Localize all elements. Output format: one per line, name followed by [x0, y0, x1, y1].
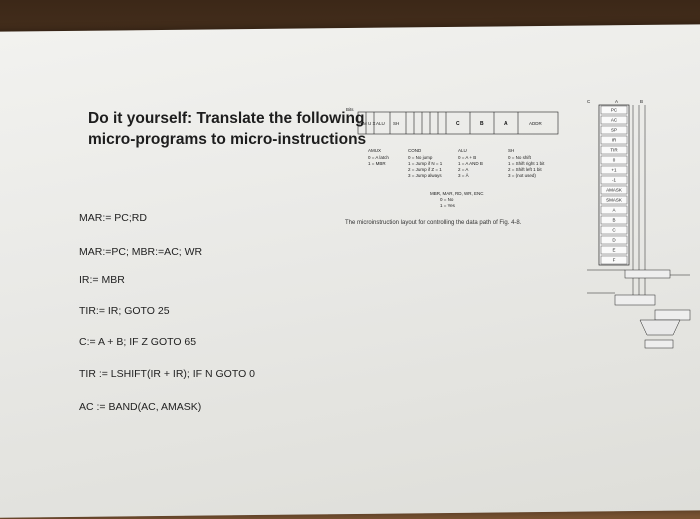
field-c: C: [456, 121, 460, 127]
register-cell: [600, 135, 628, 145]
register-label: TIR: [610, 148, 618, 153]
enc-legend-title: MBR, MAR, RD, WR, ENC: [430, 191, 484, 196]
alu-legend-0: 0 = A + B: [458, 155, 476, 160]
register-cell: [600, 155, 628, 165]
register-cell: [600, 245, 628, 255]
register-cell: [600, 175, 628, 185]
program-line: MAR:= PC;RD: [79, 212, 147, 224]
program-line: IR:= MBR: [79, 274, 125, 286]
register-label: A: [612, 208, 615, 213]
amux-legend-0: 0 = A latch: [368, 155, 389, 160]
sh-legend-title: SH: [508, 148, 514, 153]
register-label: -1: [612, 178, 616, 183]
register-label: 0: [613, 158, 616, 163]
cond-legend-2: 2 = Jump if Z = 1: [408, 167, 442, 172]
alu-legend-3: 3 = Ā: [458, 172, 469, 178]
register-cell: [600, 225, 628, 235]
bus-c-label: C: [587, 99, 591, 104]
sh-legend-2: 2 = Shift left 1 bit: [508, 167, 542, 172]
register-label: +1: [611, 168, 617, 173]
register-label: SP: [611, 128, 617, 133]
register-cell: [600, 105, 628, 115]
register-cell: [600, 235, 628, 245]
field-a: A: [504, 121, 508, 127]
program-line: MAR:=PC; MBR:=AC; WR: [79, 246, 203, 258]
register-label: PC: [611, 108, 618, 113]
register-cell: [600, 165, 628, 175]
enc-legend-1: 1 = Yes: [440, 203, 456, 208]
register-label: B: [612, 218, 615, 223]
sh-legend-0: 0 = No shift: [508, 155, 532, 160]
register-cell: [600, 195, 628, 205]
field-amux: A M U X: [359, 121, 376, 126]
enc-legend-0: 0 = No: [440, 197, 454, 202]
alu-legend-title: ALU: [458, 148, 467, 153]
program-line: TIR := LSHIFT(IR + IR); IF N GOTO 0: [79, 368, 255, 380]
alu-legend-1: 1 = A AND B: [458, 161, 483, 166]
amux-legend-1: 1 = MBR: [368, 161, 386, 166]
register-cell: [600, 205, 628, 215]
program-line: C:= A + B; IF Z GOTO 65: [79, 336, 197, 348]
cond-legend-title: COND: [408, 148, 422, 153]
field-alu: ALU: [376, 121, 385, 126]
field-boxes: [357, 111, 559, 135]
register-label: E: [612, 248, 615, 253]
alu-legend-2: 2 = A: [458, 167, 468, 172]
register-cell: [600, 185, 628, 195]
register-label: AMASK: [606, 188, 622, 193]
amux-legend-title: AMUX: [368, 148, 381, 153]
bus-a-label: A: [615, 99, 618, 104]
field-b: B: [480, 121, 484, 127]
bits-label: Bits: [346, 107, 354, 112]
register-label: AC: [611, 118, 618, 123]
register-label: F: [613, 258, 616, 263]
title-line-1: Do it yourself: Translate the following: [88, 110, 365, 127]
bus-b-label: B: [640, 99, 643, 104]
figure-caption: The microinstruction layout for controll…: [345, 220, 522, 226]
register-label: D: [612, 238, 616, 243]
page-title: Do it yourself: Translate the following …: [88, 108, 366, 150]
register-cell: [600, 115, 628, 125]
register-cell: [600, 125, 628, 135]
program-line: TIR:= IR; GOTO 25: [79, 305, 170, 317]
register-cell: [600, 215, 628, 225]
cond-legend-3: 3 = Jump always: [408, 173, 442, 178]
microinstruction-figure: Bits A M U X ALU SH C B A ADDR AMUX 0 = …: [346, 107, 559, 208]
register-label: SMASK: [606, 198, 622, 203]
field-sh: SH: [393, 121, 399, 126]
sh-legend-1: 1 = Shift right 1 bit: [508, 161, 545, 166]
register-label: IR: [612, 138, 617, 143]
cond-legend-0: 0 = No jump: [408, 155, 433, 160]
sh-legend-3: 3 = (not used): [508, 173, 536, 178]
program-line: AC := BAND(AC, AMASK): [79, 401, 202, 413]
field-addr: ADDR: [529, 121, 543, 126]
register-cell: [600, 255, 628, 265]
cond-legend-1: 1 = Jump if N = 1: [408, 161, 443, 166]
register-label: C: [612, 228, 616, 233]
bus-lines: [587, 105, 691, 349]
register-cell: [600, 145, 628, 155]
title-line-2: micro-programs to micro-instructions: [88, 131, 367, 148]
